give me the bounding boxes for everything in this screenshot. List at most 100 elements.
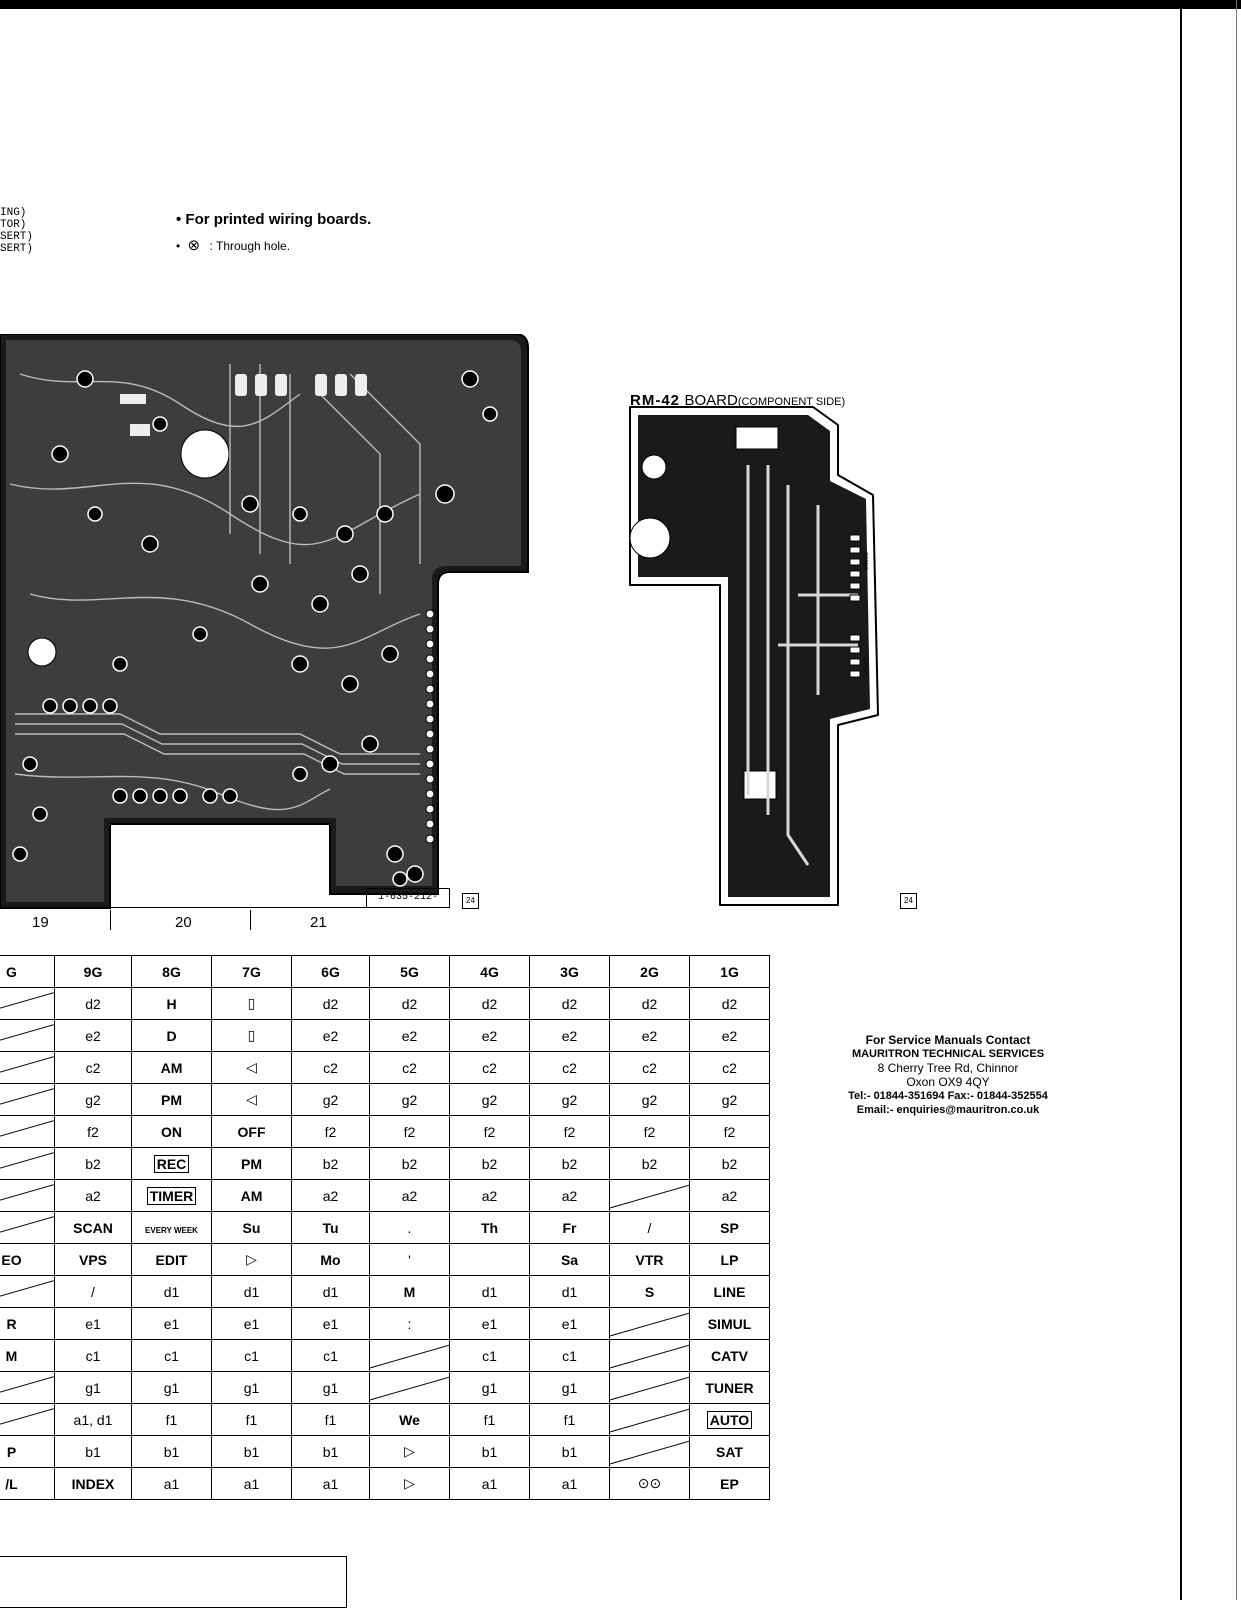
table-cell: EVERY WEEK bbox=[131, 1211, 212, 1244]
table-cell-text: b2 bbox=[322, 1155, 339, 1172]
table-cell: OFF bbox=[211, 1115, 292, 1148]
table-cell: d2 bbox=[54, 987, 132, 1020]
table-cell: CATV bbox=[689, 1339, 770, 1372]
table-cell-text: SCAN bbox=[73, 1219, 113, 1236]
table-cell-text: ▷ bbox=[246, 1251, 257, 1267]
table-cell: c2 bbox=[609, 1051, 690, 1084]
table-cell bbox=[609, 1307, 690, 1340]
table-cell-text: d2 bbox=[85, 995, 101, 1012]
table-cell: SIMUL bbox=[689, 1307, 770, 1340]
table-cell-text: b2 bbox=[481, 1155, 498, 1172]
table-cell: e2 bbox=[689, 1019, 770, 1052]
table-cell-text: ⊙⊙ bbox=[637, 1475, 662, 1491]
table-cell: b1 bbox=[211, 1435, 292, 1468]
rm-board-label: BOARD bbox=[684, 392, 738, 409]
table-cell-text: a1 bbox=[322, 1475, 339, 1492]
table-cell-text: f2 bbox=[563, 1123, 576, 1140]
table-cell-text: EVERY WEEK bbox=[145, 1225, 198, 1235]
table-cell bbox=[0, 1211, 55, 1244]
table-cell: g1 bbox=[529, 1371, 610, 1404]
table-cell: b1 bbox=[131, 1435, 212, 1468]
table-cell: g2 bbox=[291, 1083, 370, 1116]
note-printed-boards: • For printed wiring boards. bbox=[176, 211, 372, 228]
top-border bbox=[0, 0, 1241, 9]
table-cell-text: R bbox=[6, 1315, 17, 1332]
table-cell-text: LP bbox=[720, 1251, 739, 1268]
table-cell: . bbox=[369, 1211, 450, 1244]
table-cell-text: g1 bbox=[481, 1379, 498, 1396]
table-cell-text: g2 bbox=[85, 1091, 101, 1108]
rm-board-connector-2: CN501 bbox=[863, 657, 870, 675]
table-cell: g1 bbox=[131, 1371, 212, 1404]
table-cell-text: OFF bbox=[237, 1123, 266, 1140]
table-cell: d2 bbox=[369, 987, 450, 1020]
table-cell: Sa bbox=[529, 1243, 610, 1276]
table-cell: EP bbox=[689, 1467, 770, 1500]
table-header-cell: 5G bbox=[369, 955, 450, 988]
table-cell-text: a1 bbox=[243, 1475, 260, 1492]
table-cell-text: : bbox=[407, 1315, 412, 1332]
grid-axis-label: 20 bbox=[175, 914, 192, 931]
legend-line: SERT) bbox=[0, 243, 34, 255]
rm-board-title: RM-42 BOARD(COMPONENT SIDE) bbox=[630, 392, 845, 410]
table-cell: b1 bbox=[449, 1435, 530, 1468]
table-cell-text: SP bbox=[720, 1219, 739, 1236]
table-cell: d2 bbox=[609, 987, 690, 1020]
contact-line: MAURITRON TECHNICAL SERVICES bbox=[851, 1048, 1045, 1060]
grid-axis-label: 21 bbox=[310, 914, 327, 931]
table-cell: PM bbox=[131, 1083, 212, 1116]
table-cell-text: AUTO bbox=[706, 1410, 753, 1429]
right-border bbox=[1180, 0, 1182, 1600]
table-cell: a1 bbox=[291, 1467, 370, 1500]
table-cell-text: d1 bbox=[243, 1283, 260, 1300]
table-cell: b2 bbox=[369, 1147, 450, 1180]
table-cell-text: e2 bbox=[322, 1027, 339, 1044]
table-cell: d1 bbox=[291, 1275, 370, 1308]
table-cell: a1, d1 bbox=[54, 1403, 132, 1436]
table-cell: c2 bbox=[291, 1051, 370, 1084]
table-cell: g1 bbox=[211, 1371, 292, 1404]
table-cell-text: AM bbox=[240, 1187, 263, 1204]
table-cell-text: H bbox=[166, 995, 177, 1012]
table-cell-text: f1 bbox=[165, 1411, 178, 1428]
table-cell-text: b1 bbox=[163, 1443, 180, 1460]
table-cell: AM bbox=[211, 1179, 292, 1212]
table-cell-text: f2 bbox=[723, 1123, 736, 1140]
table-cell: g2 bbox=[449, 1083, 530, 1116]
table-cell-text: Fr bbox=[562, 1219, 577, 1236]
contact-line: 8 Cherry Tree Rd, Chinnor bbox=[877, 1061, 1019, 1075]
table-cell-text: EDIT bbox=[155, 1251, 188, 1268]
table-cell: M bbox=[0, 1339, 55, 1372]
table-cell-text: . bbox=[407, 1219, 412, 1236]
table-cell: d1 bbox=[529, 1275, 610, 1308]
table-cell: ⊙⊙ bbox=[609, 1467, 690, 1500]
table-cell bbox=[369, 1339, 450, 1372]
contact-line: For Service Manuals Contact bbox=[865, 1033, 1031, 1047]
table-cell: LP bbox=[689, 1243, 770, 1276]
table-cell: ▯ bbox=[211, 987, 292, 1020]
table-cell-text: SIMUL bbox=[707, 1315, 752, 1332]
table-cell: c1 bbox=[211, 1339, 292, 1372]
table-cell: S bbox=[609, 1275, 690, 1308]
table-cell: g1 bbox=[291, 1371, 370, 1404]
table-cell: b2 bbox=[291, 1147, 370, 1180]
table-cell: f1 bbox=[291, 1403, 370, 1436]
contact-line: Oxon OX9 4QY bbox=[906, 1075, 990, 1089]
notes: • For printed wiring boards. • ⊗: Throug… bbox=[176, 211, 371, 254]
table-cell-text: e1 bbox=[85, 1315, 101, 1332]
table-cell-text: f1 bbox=[563, 1411, 576, 1428]
table-cell-text: g1 bbox=[561, 1379, 578, 1396]
table-cell: e2 bbox=[609, 1019, 690, 1052]
contact-info: For Service Manuals Contact MAURITRON TE… bbox=[830, 1033, 1066, 1117]
table-cell: P bbox=[0, 1435, 55, 1468]
table-cell: g2 bbox=[369, 1083, 450, 1116]
table-cell bbox=[0, 1147, 55, 1180]
table-cell: ON bbox=[131, 1115, 212, 1148]
table-header-cell: 7G bbox=[211, 955, 292, 988]
